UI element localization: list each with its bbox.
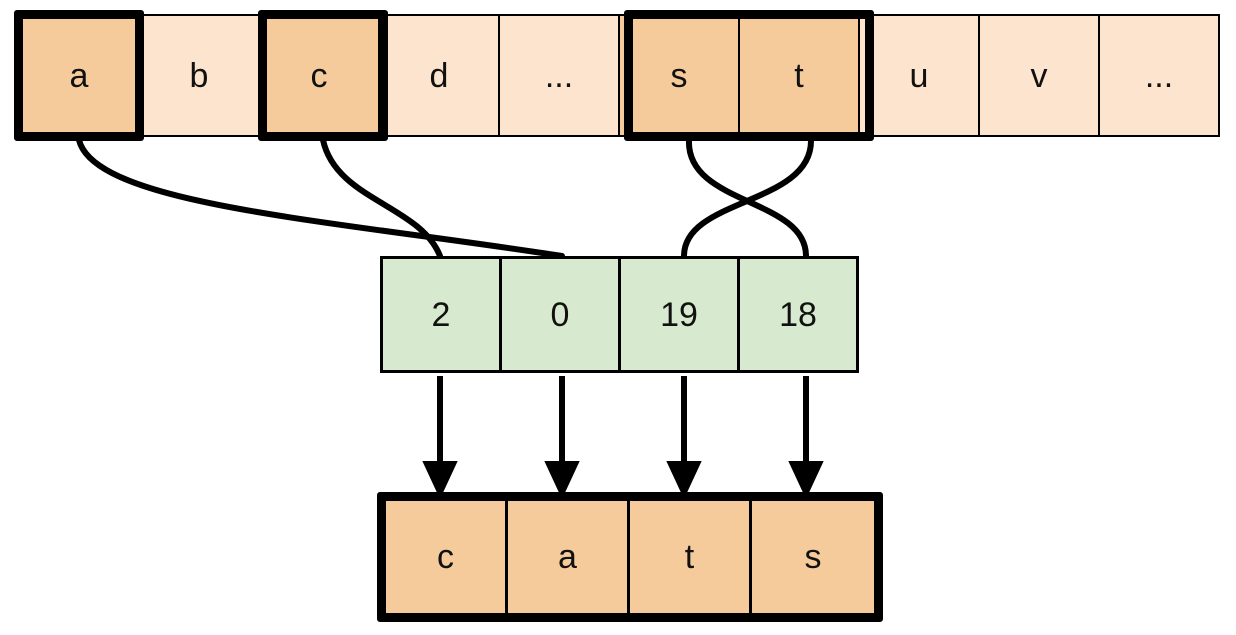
alphabet-cell-u[interactable]: u [858, 14, 980, 137]
selection-outline-a [14, 10, 144, 141]
selection-outline-st [624, 10, 874, 141]
curve-s-to-18 [685, 137, 809, 259]
alphabet-strip: a b c d ... s t u v ... [18, 14, 1220, 137]
arrow-18-to-s [788, 376, 824, 500]
arrow-0-to-a [544, 376, 580, 500]
index-cell-1[interactable]: 0 [499, 256, 621, 373]
index-cell-0[interactable]: 2 [380, 256, 502, 373]
alphabet-cell-s[interactable]: s [618, 14, 740, 137]
curve-a-to-0 [76, 137, 565, 259]
result-cell-s[interactable]: s [752, 501, 874, 613]
result-strip: c a t s [377, 492, 883, 622]
alphabet-cell-b[interactable]: b [138, 14, 260, 137]
index-strip: 2 0 19 18 [380, 256, 859, 373]
alphabet-cell-d[interactable]: d [378, 14, 500, 137]
curve-t-to-19 [681, 137, 815, 259]
arrow-19-to-t [666, 376, 702, 500]
alphabet-cell-v[interactable]: v [978, 14, 1100, 137]
result-cell-c[interactable]: c [386, 501, 508, 613]
result-cell-a[interactable]: a [508, 501, 630, 613]
alphabet-cell-ellipsis-2[interactable]: ... [1098, 14, 1220, 137]
curve-c-to-2 [320, 137, 443, 259]
selection-outline-c [258, 10, 388, 141]
index-cell-2[interactable]: 19 [618, 256, 740, 373]
result-cell-t[interactable]: t [630, 501, 752, 613]
arrow-2-to-c [422, 376, 458, 500]
index-cell-3[interactable]: 18 [737, 256, 859, 373]
alphabet-cell-ellipsis-1[interactable]: ... [498, 14, 620, 137]
